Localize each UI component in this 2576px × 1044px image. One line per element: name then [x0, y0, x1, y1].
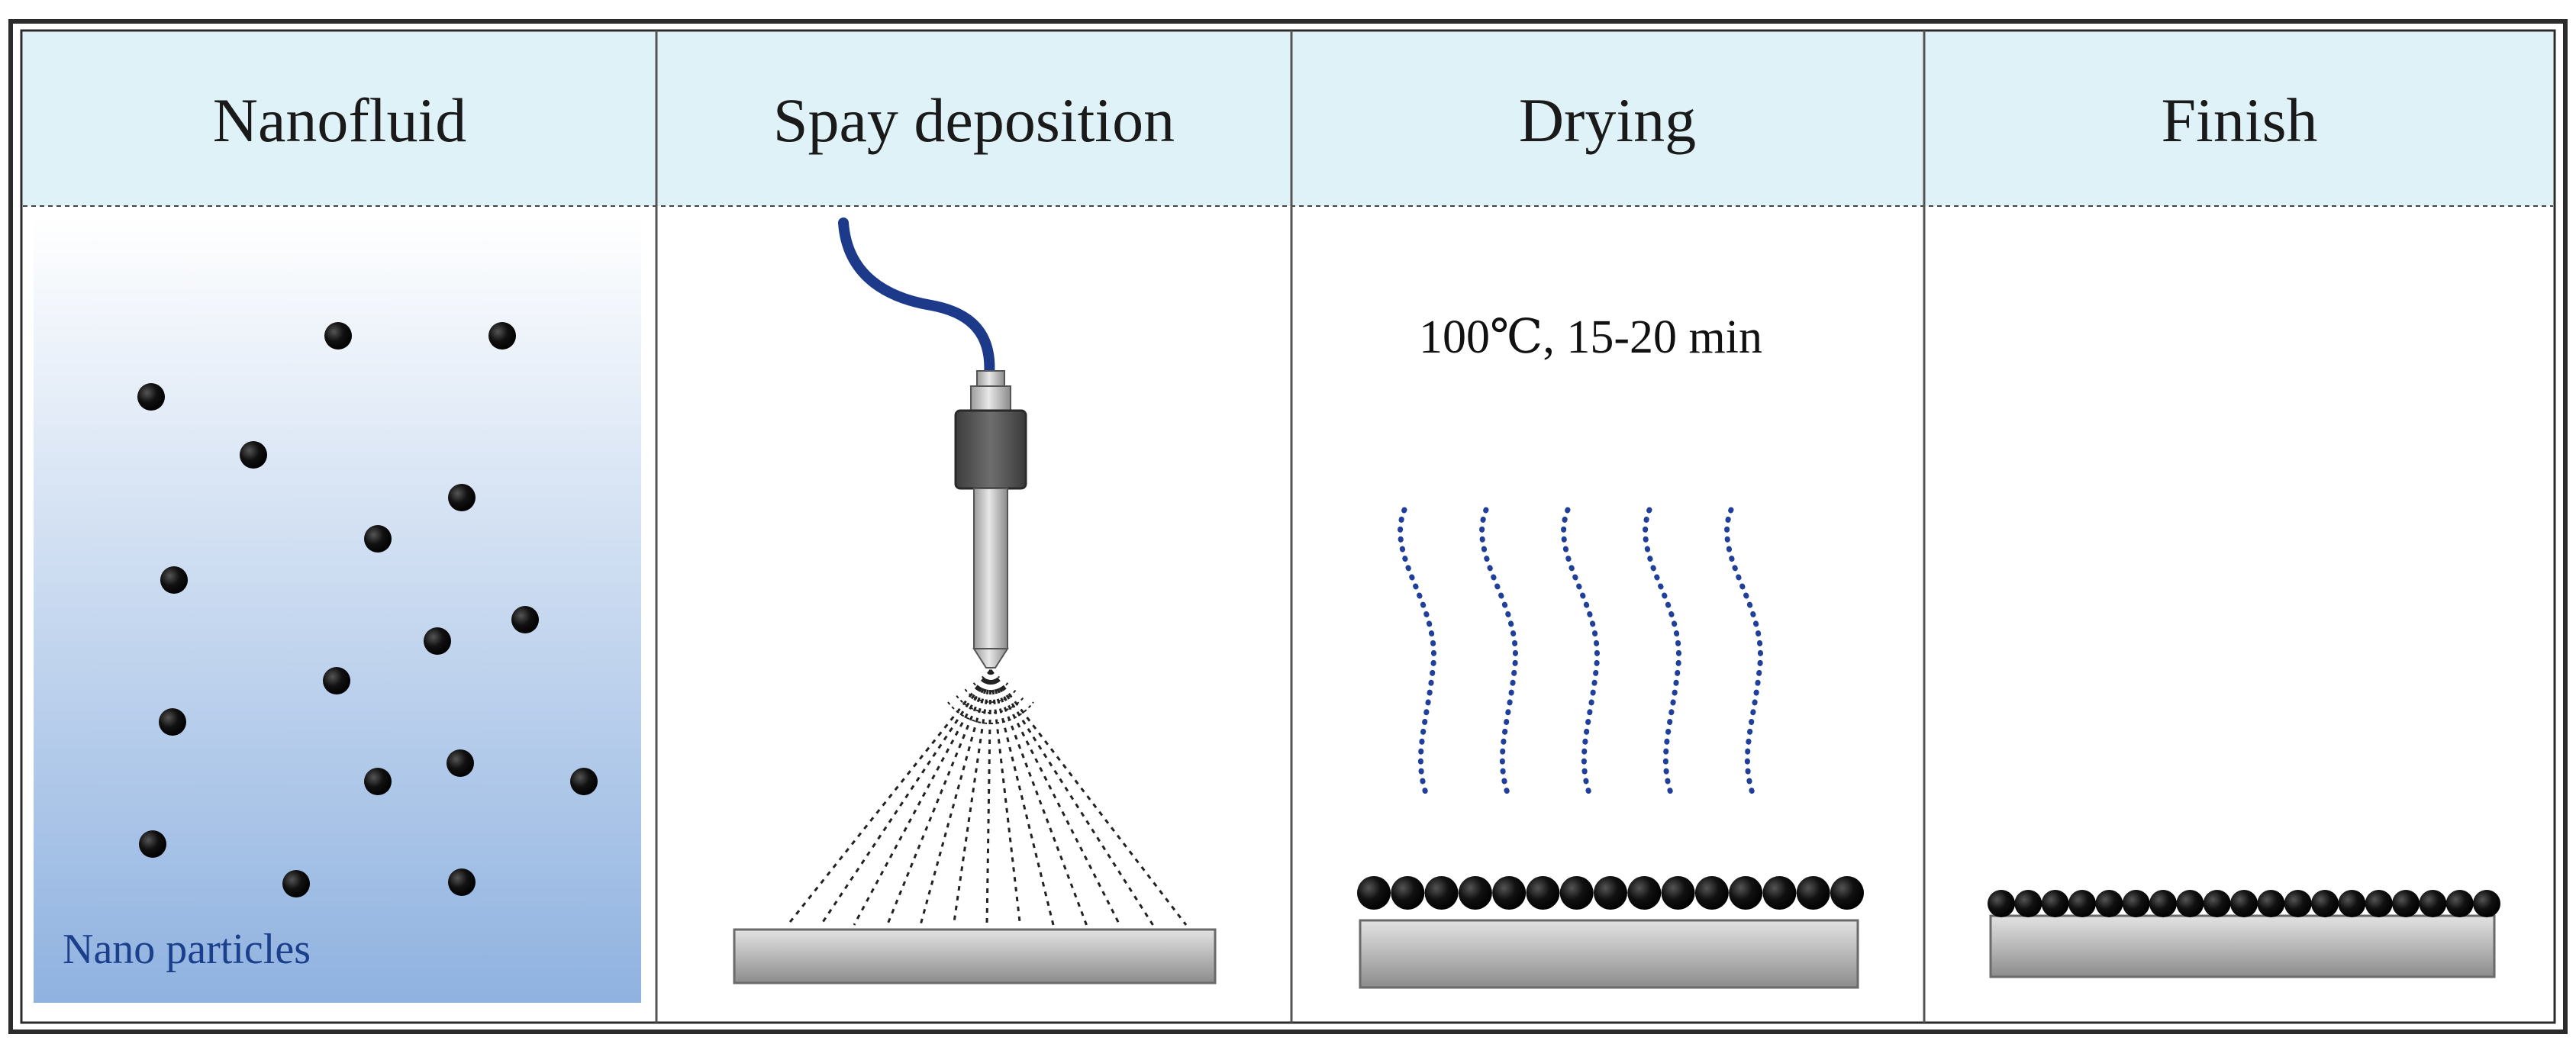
nano-particle: [159, 708, 186, 736]
nozzle-body-icon: [954, 409, 1027, 490]
nano-particle: [448, 868, 476, 896]
layer-particle: [2284, 890, 2312, 917]
nano-particle: [139, 830, 166, 858]
layer-particle: [1796, 876, 1830, 910]
nano-particle: [448, 484, 476, 511]
layer-particle: [2203, 890, 2231, 917]
finish-substrate: [1989, 914, 2496, 978]
nano-particle: [424, 627, 451, 655]
layer-particle: [1762, 876, 1797, 910]
spray-mist-arc: [956, 694, 1026, 714]
spray-cone: [786, 669, 1188, 926]
stage-label-spray-deposition: Spay deposition: [773, 85, 1175, 155]
layer-particle: [2473, 890, 2500, 917]
layer-particle: [1391, 876, 1425, 910]
nozzle-collar: [976, 370, 1005, 388]
layer-particle: [1357, 876, 1391, 910]
layer-particle: [2338, 890, 2366, 917]
heat-wave-icon: [1724, 507, 1763, 801]
spray-line: [853, 669, 992, 926]
header-band: [23, 32, 2553, 206]
spray-line: [989, 669, 1154, 926]
layer-particle: [2230, 890, 2258, 917]
layer-particle: [2257, 890, 2285, 917]
layer-particle: [2149, 890, 2177, 917]
layer-particle: [2419, 890, 2447, 917]
spray-mist-arc: [947, 701, 1034, 724]
nozzle-tip: [972, 648, 1009, 669]
layer-particle: [1458, 876, 1492, 910]
spray-mist-arc: [982, 675, 1000, 682]
spray-line: [820, 669, 992, 926]
spray-mist-arc: [964, 688, 1017, 703]
spray-mist-arc: [972, 682, 1009, 692]
spray-line: [989, 669, 1188, 926]
layer-particle: [2095, 890, 2123, 917]
nano-particle: [447, 749, 474, 777]
layer-particle: [1424, 876, 1459, 910]
stage-label-nanofluid: Nanofluid: [213, 85, 466, 155]
nano-particle: [570, 768, 598, 795]
layer-particle: [2445, 890, 2474, 917]
nano-particle: [240, 441, 267, 469]
layer-particle: [2311, 890, 2339, 917]
heat-wave-icon: [1398, 507, 1436, 801]
layer-particle: [1627, 876, 1662, 910]
inner-frame: [20, 29, 2556, 1024]
nano-particles: [137, 322, 598, 897]
heat-wave-icon: [1561, 507, 1600, 801]
layer-particle: [2365, 890, 2393, 917]
layer-particle: [1830, 876, 1864, 910]
nano-particle: [160, 566, 188, 594]
spray-line: [989, 669, 1055, 926]
nano-particle: [488, 322, 516, 350]
nano-particle: [323, 667, 350, 694]
layer-particle: [1492, 876, 1527, 910]
nano-particle: [364, 768, 392, 795]
layer-particle: [1594, 876, 1627, 910]
nano-particle: [137, 383, 165, 411]
spray-gun: [838, 218, 1027, 669]
layer-particle: [1661, 876, 1695, 910]
spray-line: [786, 669, 992, 926]
layer-particle: [2176, 890, 2204, 917]
drying-condition: 100℃, 15-20 min: [1419, 311, 1762, 363]
spray-substrate: [733, 928, 1217, 984]
spray-line: [886, 669, 992, 926]
layer-particle: [2392, 890, 2420, 917]
layer-particle: [2122, 890, 2150, 917]
drying-substrate: [1359, 919, 1859, 989]
nano-particle: [364, 525, 392, 553]
heat-waves: [1398, 507, 1763, 801]
nozzle-barrel: [973, 488, 1008, 649]
nano-particles-label: Nano particles: [63, 926, 311, 973]
heat-wave-icon: [1643, 507, 1681, 801]
spray-line: [919, 669, 992, 926]
layer-particle: [1526, 876, 1560, 910]
layer-particle: [1988, 890, 2015, 917]
nano-particle: [511, 606, 539, 633]
drying-particle-layer: [1357, 876, 1864, 910]
stage-label-drying: Drying: [1519, 85, 1696, 155]
spray-line: [989, 669, 1121, 926]
nano-particle: [282, 870, 310, 897]
layer-particle: [2014, 890, 2042, 917]
nozzle-top: [970, 385, 1011, 413]
layer-particle: [2068, 890, 2096, 917]
finish-particle-layer: [1988, 890, 2500, 917]
supply-hose-icon: [838, 218, 995, 381]
heat-wave-icon: [1479, 507, 1518, 801]
nano-particle: [324, 322, 352, 350]
stage-label-finish: Finish: [2161, 85, 2317, 155]
layer-particle: [1694, 876, 1729, 910]
layer-particle: [1729, 876, 1763, 910]
layer-particle: [2041, 890, 2069, 917]
layer-particle: [1559, 876, 1594, 910]
